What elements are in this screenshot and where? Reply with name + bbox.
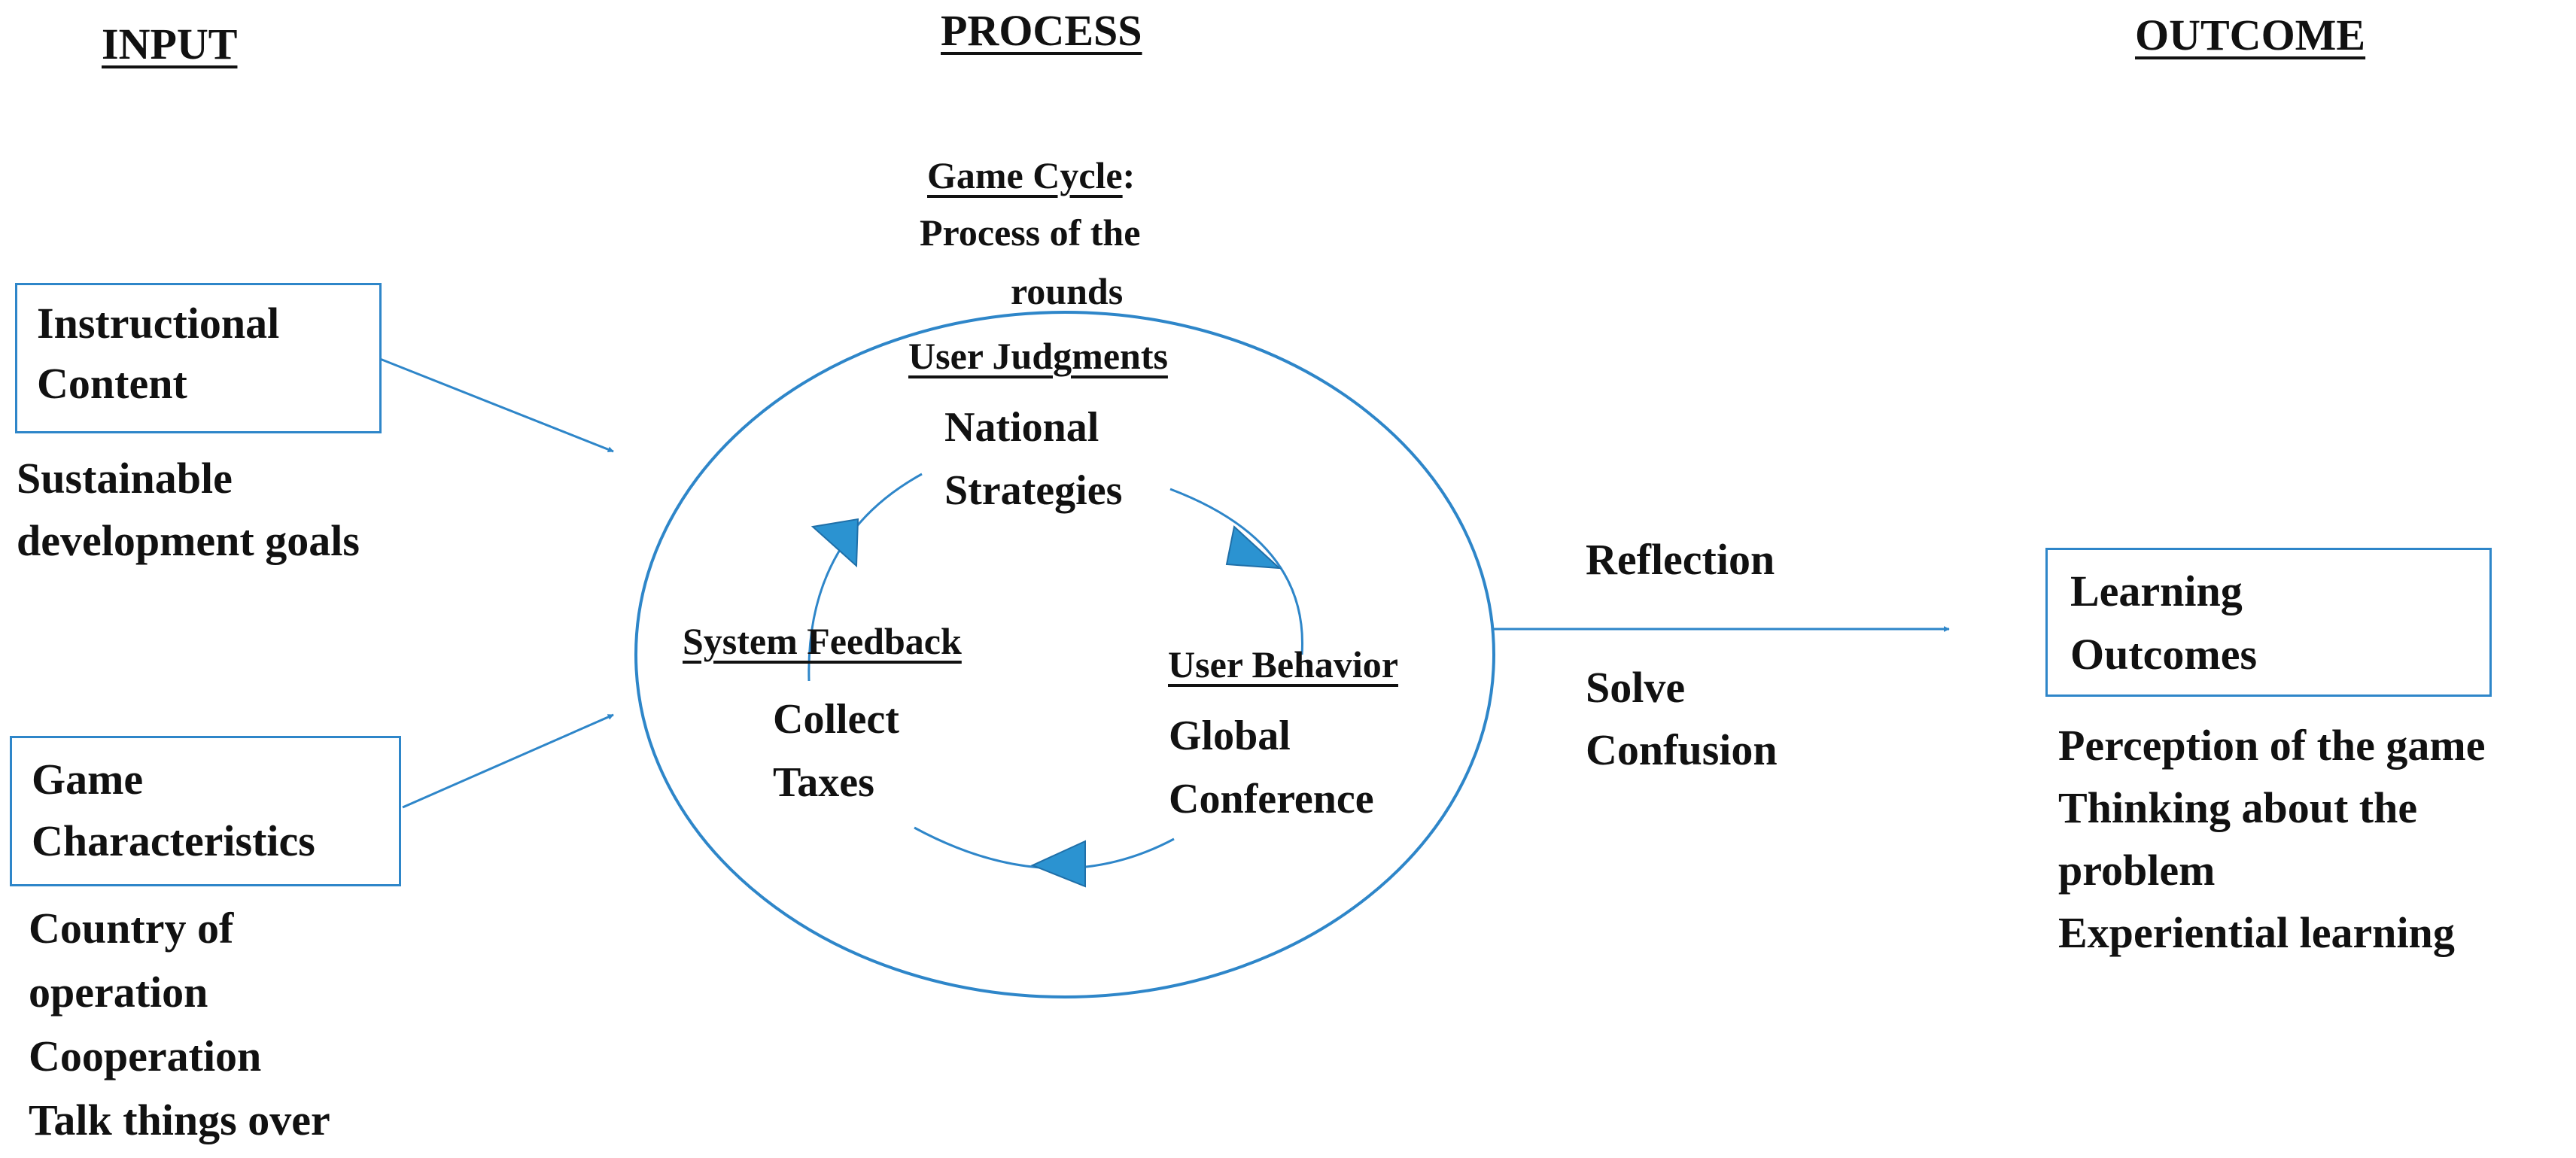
outcome-item-4: Experiential learning — [2058, 908, 2455, 957]
header-process: PROCESS — [941, 6, 1142, 55]
cycle-arrowhead-left — [1030, 840, 1086, 888]
transition-reflection: Reflection — [1586, 535, 1775, 584]
instructional-content-line-2: Content — [37, 359, 187, 408]
user-judgments-line-2: Strategies — [944, 467, 1123, 514]
learning-outcomes-line-2: Outcomes — [2070, 630, 2258, 679]
game-characteristics-item-2: operation — [29, 968, 208, 1017]
game-characteristics-line-2: Characteristics — [32, 816, 315, 865]
arrow-game-characteristics-to-process — [402, 713, 614, 809]
user-behavior-line-2: Conference — [1169, 776, 1374, 822]
game-cycle-circle — [634, 311, 1495, 998]
instructional-content-line-1: Instructional — [37, 299, 280, 348]
instructional-item-2: development goals — [17, 516, 360, 565]
instructional-content-box: Instructional Content — [15, 283, 382, 433]
arrow-instructional-to-process — [379, 357, 614, 453]
cycle-subtitle-line-2: rounds — [1011, 270, 1124, 312]
cycle-arrowhead-up — [811, 518, 859, 568]
outcome-item-1: Perception of the game — [2058, 721, 2486, 770]
transition-solve: Solve — [1586, 663, 1686, 712]
instructional-item-1: Sustainable — [17, 454, 233, 503]
user-behavior-label: User Behavior — [1168, 643, 1398, 685]
system-feedback-line-1: Collect — [773, 696, 899, 743]
header-outcome: OUTCOME — [2135, 11, 2366, 59]
transition-confusion: Confusion — [1586, 725, 1778, 774]
system-feedback-label: System Feedback — [683, 620, 962, 662]
outcome-item-2: Thinking about the — [2058, 783, 2418, 832]
header-input: INPUT — [102, 20, 238, 68]
game-characteristics-item-4: Talk things over — [29, 1096, 330, 1144]
game-characteristics-line-1: Game — [32, 755, 144, 804]
system-feedback-line-2: Taxes — [773, 759, 874, 806]
cycle-subtitle-line-1: Process of the — [920, 211, 1141, 254]
game-characteristics-item-3: Cooperation — [29, 1032, 262, 1080]
outcome-item-3: problem — [2058, 846, 2216, 895]
cycle-title-colon: : — [1122, 154, 1136, 196]
user-judgments-label: User Judgments — [908, 335, 1168, 377]
user-behavior-line-1: Global — [1169, 713, 1291, 759]
game-characteristics-box: Game Characteristics — [10, 736, 401, 886]
user-judgments-line-1: National — [944, 404, 1099, 451]
cycle-title-text: Game Cycle — [927, 154, 1123, 196]
cycle-arrowhead-right — [1225, 525, 1282, 570]
learning-outcomes-line-1: Learning — [2070, 567, 2243, 615]
learning-outcomes-box: Learning Outcomes — [2045, 548, 2492, 697]
cycle-arc-judgments-to-behavior — [1169, 488, 1304, 655]
cycle-title: Game Cycle: — [927, 157, 1135, 194]
game-characteristics-item-1: Country of — [29, 904, 234, 953]
cycle-arc-feedback-to-judgments — [807, 473, 923, 682]
